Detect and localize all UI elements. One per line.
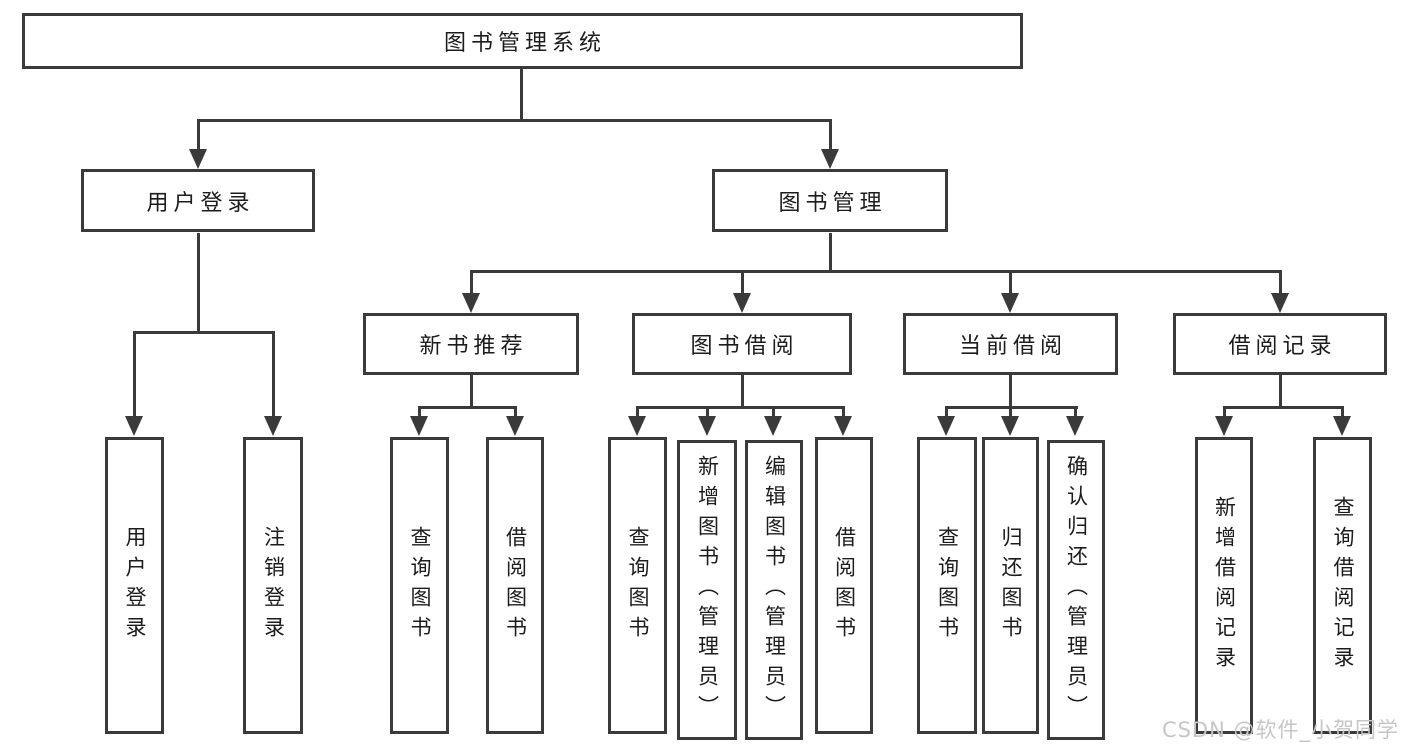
node-borrow-records-label: 借阅记录: [1228, 334, 1337, 359]
arrow-down-icon: [937, 416, 955, 436]
leaf-query-books-borrow: 查询图书: [608, 437, 667, 734]
arrow-down-icon: [733, 293, 751, 313]
connector-line: [197, 119, 832, 122]
connector-line: [1223, 406, 1344, 409]
leaf-add-borrow-record: 新增借阅记录: [1195, 437, 1253, 734]
connector-line: [1223, 406, 1226, 418]
leaf-label: 借阅图书: [832, 525, 857, 646]
leaf-user-login: 用户登录: [105, 437, 164, 734]
leaf-label: 查询图书: [626, 525, 650, 646]
arrow-down-icon: [1333, 416, 1351, 436]
arrow-down-icon: [1001, 293, 1019, 313]
leaf-return-books: 归还图书: [982, 437, 1039, 734]
node-book-borrow: 图书借阅: [632, 313, 852, 375]
arrow-down-icon: [834, 416, 852, 436]
leaf-label: 用户登录: [123, 525, 147, 646]
connector-line: [520, 68, 523, 121]
connector-line: [842, 406, 845, 418]
leaf-label: 归还图书: [999, 525, 1023, 646]
arrow-down-icon: [1001, 416, 1019, 436]
node-current-borrow: 当前借阅: [903, 313, 1118, 375]
connector-line: [829, 119, 832, 151]
connector-line: [197, 233, 200, 334]
arrow-down-icon: [821, 149, 839, 169]
leaf-label: 新增图书（管理员）: [695, 455, 720, 725]
arrow-down-icon: [764, 416, 782, 436]
connector-line: [1009, 406, 1012, 418]
arrow-down-icon: [264, 416, 282, 436]
leaf-edit-books-admin: 编辑图书（管理员）: [745, 440, 803, 740]
connector-line: [706, 406, 709, 418]
connector-line: [470, 270, 473, 295]
connector-line: [470, 270, 1281, 273]
node-user-login: 用户登录: [81, 169, 315, 232]
node-book-management-label: 图书管理: [778, 190, 887, 216]
arrow-down-icon: [189, 149, 207, 169]
arrow-down-icon: [1215, 416, 1233, 436]
arrow-down-icon: [698, 416, 716, 436]
leaf-label: 查询借阅记录: [1331, 495, 1355, 676]
leaf-query-books-newbooks: 查询图书: [390, 437, 449, 734]
connector-line: [741, 374, 744, 409]
connector-line: [636, 406, 845, 409]
connector-line: [1074, 406, 1077, 418]
connector-line: [514, 406, 517, 418]
node-new-books: 新书推荐: [363, 313, 579, 375]
connector-line: [272, 331, 275, 418]
connector-line: [945, 406, 948, 418]
watermark: CSDN @软件_小贺同学: [1161, 718, 1399, 742]
connector-line: [829, 233, 832, 273]
connector-line: [133, 331, 275, 334]
leaf-label: 借阅图书: [503, 525, 528, 646]
node-new-books-label: 新书推荐: [419, 334, 528, 359]
leaf-label: 新增借阅记录: [1212, 495, 1237, 676]
leaf-confirm-return-admin: 确认归还（管理员）: [1047, 440, 1105, 740]
connector-line: [636, 406, 639, 418]
leaf-query-books-current: 查询图书: [917, 437, 977, 734]
leaf-add-books-admin: 新增图书（管理员）: [677, 440, 737, 740]
leaf-label: 查询图书: [408, 525, 432, 646]
arrow-down-icon: [506, 416, 524, 436]
node-book-management: 图书管理: [712, 169, 948, 232]
connector-line: [741, 270, 744, 295]
arrow-down-icon: [410, 416, 428, 436]
node-borrow-records: 借阅记录: [1173, 313, 1387, 375]
connector-line: [418, 406, 517, 409]
arrow-down-icon: [628, 416, 646, 436]
leaf-borrow-books: 借阅图书: [815, 437, 873, 734]
arrow-down-icon: [1271, 293, 1289, 313]
connector-line: [133, 331, 136, 418]
connector-line: [1341, 406, 1344, 418]
node-root: 图书管理系统: [22, 13, 1023, 69]
arrow-down-icon: [125, 416, 143, 436]
connector-line: [1279, 374, 1282, 409]
node-root-label: 图书管理系统: [443, 31, 606, 56]
leaf-label: 查询图书: [935, 525, 960, 646]
leaf-query-borrow-record: 查询借阅记录: [1313, 437, 1372, 734]
leaf-logout: 注销登录: [243, 437, 303, 734]
arrow-down-icon: [462, 293, 480, 313]
leaf-label: 编辑图书（管理员）: [762, 455, 787, 725]
node-user-login-label: 用户登录: [146, 190, 255, 216]
leaf-borrow-books-newbooks: 借阅图书: [486, 437, 544, 734]
connector-line: [470, 374, 473, 409]
node-book-borrow-label: 图书借阅: [690, 334, 799, 359]
node-current-borrow-label: 当前借阅: [958, 334, 1067, 359]
leaf-label: 确认归还（管理员）: [1064, 455, 1089, 725]
connector-line: [772, 406, 775, 418]
leaf-label: 注销登录: [261, 525, 286, 646]
arrow-down-icon: [1066, 416, 1084, 436]
connector-line: [418, 406, 421, 418]
connector-line: [197, 119, 200, 151]
connector-line: [1279, 270, 1282, 295]
connector-line: [1009, 270, 1012, 295]
connector-line: [1009, 374, 1012, 409]
